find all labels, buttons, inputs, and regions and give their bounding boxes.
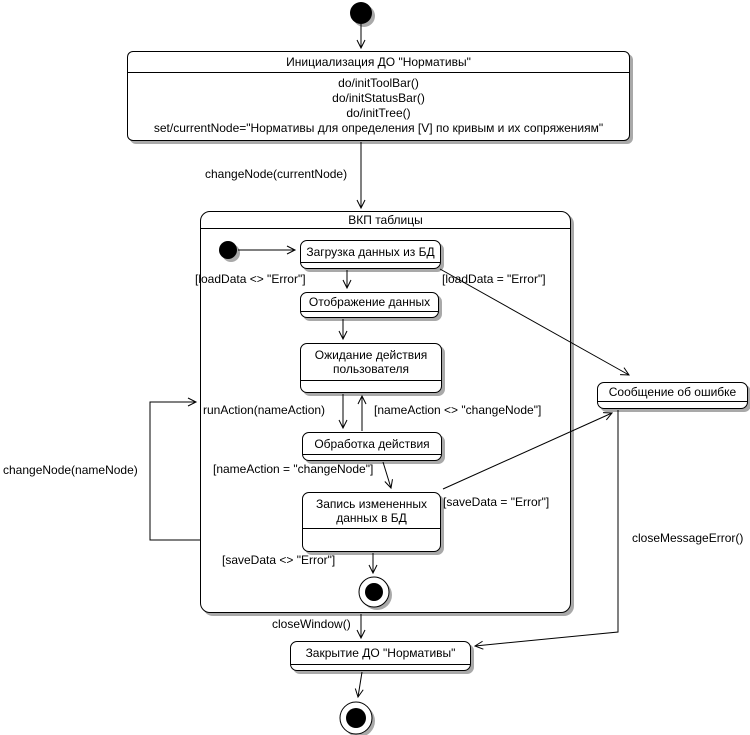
state-process-action: Обработка действия <box>302 432 442 461</box>
initial-state-icon <box>350 2 375 27</box>
state-empty-compartment <box>598 402 747 408</box>
state-empty-compartment <box>291 665 470 670</box>
transition-label-name-action-eq: [nameAction = "changeNode"] <box>213 462 374 476</box>
transition-label-change-node-current: changeNode(currentNode) <box>205 167 348 181</box>
transition-label-close-window: closeWindow() <box>272 617 351 631</box>
state-empty-compartment <box>301 263 440 268</box>
transition-label-load-ok: [loadData <> "Error"] <box>195 272 306 286</box>
composite-state-title: ВКП таблицы <box>201 212 570 229</box>
state-title: Ожидание действия пользователя <box>301 344 441 381</box>
final-state-icon <box>339 701 375 735</box>
state-close-normativy: Закрытие ДО "Нормативы" <box>290 641 471 671</box>
transition-change-node-self-loop <box>149 397 200 541</box>
state-title: Сообщение об ошибке <box>598 383 747 402</box>
state-actions: do/initToolBar() do/initStatusBar() do/i… <box>128 73 629 135</box>
transition-label-name-action-neq: [nameAction <> "changeNode"] <box>374 403 542 417</box>
state-action-line: do/initTree() <box>346 105 411 120</box>
state-title: Закрытие ДО "Нормативы" <box>291 642 470 665</box>
transition-label-change-node-name: changeNode(nameNode) <box>3 463 138 477</box>
state-empty-compartment <box>301 381 441 392</box>
state-empty-compartment <box>303 529 440 551</box>
state-error-message: Сообщение об ошибке <box>597 382 748 409</box>
state-action-line: set/currentNode="Нормативы для определен… <box>153 120 604 135</box>
state-wait-user-action: Ожидание действия пользователя <box>300 343 442 393</box>
state-title: Отображение данных <box>301 293 438 312</box>
state-action-line: do/initToolBar() <box>338 75 419 90</box>
transition-label-close-message-error: closeMessageError() <box>632 531 744 545</box>
transition-label-save-error: [saveData = "Error"] <box>443 495 550 509</box>
state-empty-compartment <box>301 312 438 317</box>
state-display-data: Отображение данных <box>300 292 439 318</box>
state-title: Запись измененных данных в БД <box>303 493 440 529</box>
state-empty-compartment <box>303 455 441 460</box>
state-title: Инициализация ДО "Нормативы" <box>128 52 629 73</box>
transition-close-to-final <box>354 671 364 699</box>
state-init-normativy: Инициализация ДО "Нормативы" do/initTool… <box>127 51 630 141</box>
state-title: Обработка действия <box>303 433 441 455</box>
state-title: Загрузка данных из БД <box>301 241 440 263</box>
state-action-line: do/initStatusBar() <box>332 90 425 105</box>
state-load-data: Загрузка данных из БД <box>300 240 441 269</box>
state-save-data: Запись измененных данных в БД <box>302 492 441 552</box>
transition-label-run-action: runAction(nameAction) <box>203 403 326 417</box>
transition-label-save-ok: [saveData <> "Error"] <box>222 553 336 567</box>
transition-label-load-error: [loadData = "Error"] <box>442 272 546 286</box>
